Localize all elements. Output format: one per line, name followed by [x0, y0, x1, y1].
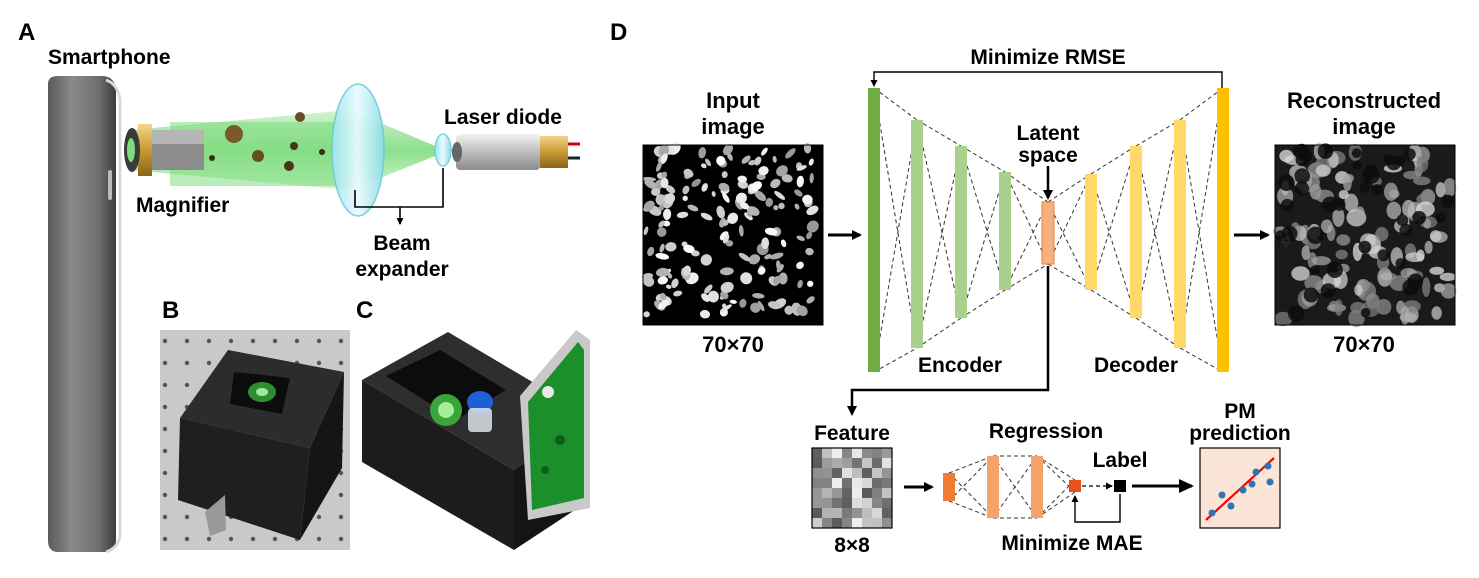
input-image-label-line1: Input — [706, 88, 760, 113]
regression-hidden-layer-2 — [1031, 456, 1043, 518]
output-size-label: 70×70 — [1333, 332, 1395, 357]
panel-label-a: A — [18, 19, 35, 46]
output-image-label-line2: image — [1332, 114, 1396, 139]
prediction-point — [1252, 468, 1260, 476]
prediction-point — [1218, 491, 1226, 499]
panel-label-c: C — [356, 297, 373, 324]
prediction-label-line1: PM — [1224, 400, 1256, 423]
output-image-label-line1: Reconstructed — [1287, 88, 1441, 113]
prediction-point — [1266, 478, 1274, 486]
particles — [209, 112, 325, 171]
feature-size-label: 8×8 — [834, 534, 870, 557]
encoder-layer-2 — [911, 120, 923, 348]
decoder-layer-4 — [1217, 88, 1229, 372]
beam-expander-bracket — [354, 168, 444, 225]
prediction-point — [1208, 509, 1216, 517]
feature-label: Feature — [814, 422, 890, 445]
network-connections — [873, 87, 1224, 373]
input-image-label-line2: image — [701, 114, 765, 139]
panel-label-b: B — [162, 297, 179, 324]
input-speckle-image — [641, 142, 824, 326]
decoder-layer-3 — [1174, 120, 1186, 348]
photo-device-with-phone — [362, 330, 590, 550]
magnifier-label: Magnifier — [136, 194, 229, 217]
smartphone-label: Smartphone — [48, 46, 171, 69]
decoder-label: Decoder — [1094, 354, 1178, 377]
encoder-label: Encoder — [918, 354, 1002, 377]
regression-input-layer — [943, 473, 955, 501]
prediction-point — [1264, 462, 1272, 470]
regression-output-node — [1069, 480, 1081, 492]
regression-connections — [948, 455, 1076, 519]
regression-label: Regression — [989, 420, 1103, 443]
prediction-point — [1227, 502, 1235, 510]
decoder-layer-1 — [1085, 174, 1097, 290]
latent-to-feature-arrow — [847, 266, 1050, 416]
magnifier — [124, 124, 204, 176]
latent-label-line1: Latent — [1017, 122, 1080, 145]
prediction-plot — [1199, 447, 1281, 529]
expander-lens-small — [434, 133, 452, 167]
beam-expander-label-line1: Beam — [373, 232, 430, 255]
decoder-layer-2 — [1130, 146, 1142, 318]
prediction-label-line2: prediction — [1189, 422, 1291, 445]
label-text: Label — [1093, 449, 1148, 472]
latent-layer — [1041, 201, 1055, 265]
feature-map — [811, 447, 893, 529]
reconstructed-image — [1273, 142, 1457, 327]
photo-device-on-table — [160, 330, 350, 550]
prediction-point — [1239, 486, 1247, 494]
laser-diode — [452, 134, 580, 170]
rmse-feedback-arrow — [870, 71, 1223, 90]
label-node — [1114, 480, 1126, 492]
encoder-layer-1 — [868, 88, 880, 372]
smartphone — [48, 76, 122, 554]
laser-diode-label: Laser diode — [444, 106, 562, 129]
latent-label-line2: space — [1018, 144, 1078, 167]
regression-hidden-layer-1 — [987, 456, 999, 518]
rmse-label: Minimize RMSE — [970, 46, 1125, 69]
prediction-point — [1248, 480, 1256, 488]
panel-label-d: D — [610, 19, 627, 46]
input-size-label: 70×70 — [702, 332, 764, 357]
encoder-layer-4 — [999, 172, 1011, 290]
mae-label: Minimize MAE — [1001, 532, 1142, 555]
mae-feedback-arrow — [1071, 494, 1121, 523]
beam-expander-label-line2: expander — [355, 258, 448, 281]
expander-lens-large — [331, 83, 385, 217]
encoder-layer-3 — [955, 146, 967, 318]
